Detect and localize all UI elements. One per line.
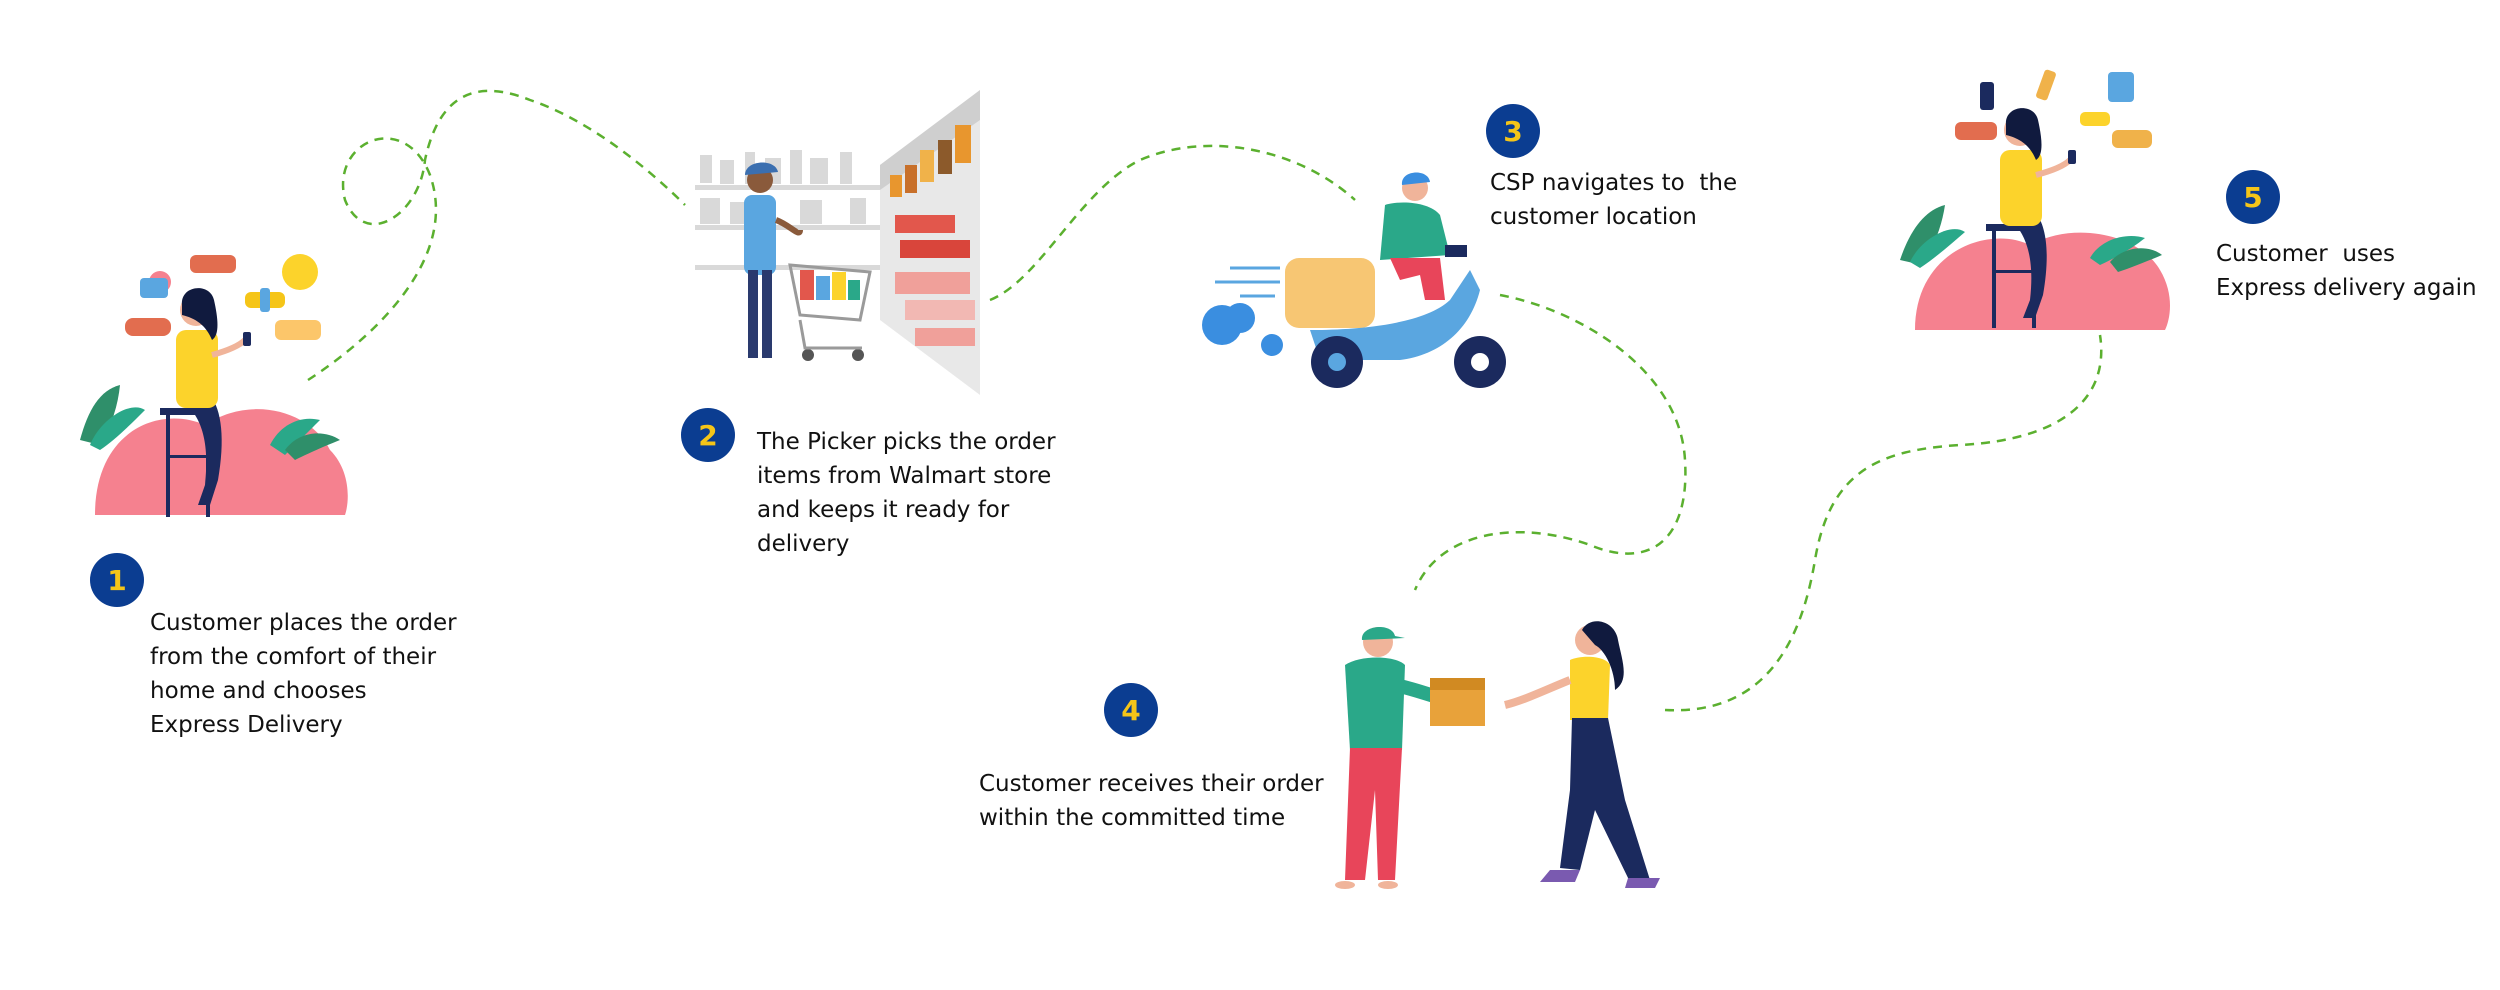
step-1-line: from the comfort of their xyxy=(150,644,437,670)
step-1-caption: Customer places the order from the comfo… xyxy=(150,606,457,742)
step-5-line: Customer uses xyxy=(2216,241,2396,267)
picker-with-cart-icon xyxy=(695,90,980,395)
woman-ordering-on-phone-icon xyxy=(80,254,348,517)
step-3-badge: 3 xyxy=(1486,104,1540,158)
journey-path xyxy=(307,89,2103,712)
package-handover-icon xyxy=(1335,621,1660,889)
step-2-caption: The Picker picks the order items from Wa… xyxy=(757,425,1056,561)
step-4-line: Customer receives their order xyxy=(979,771,1324,797)
step-1-line: Customer places the order xyxy=(150,610,457,636)
path-segment-1-2 xyxy=(307,89,686,382)
step-5-caption: Customer uses Express delivery again xyxy=(2216,237,2477,305)
step-3-line: customer location xyxy=(1490,204,1697,230)
delivery-scooter-icon xyxy=(1202,172,1506,388)
step-1-line: home and chooses xyxy=(150,678,367,704)
woman-reordering-icon xyxy=(1900,69,2170,330)
step-4-badge: 4 xyxy=(1104,683,1158,737)
path-segment-2-3 xyxy=(989,144,1356,302)
step-2-line: The Picker picks the order xyxy=(757,429,1056,455)
step-1-line: Express Delivery xyxy=(150,712,343,738)
step-2-line: items from Walmart store xyxy=(757,463,1052,489)
step-3-caption: CSP navigates to the customer location xyxy=(1490,166,1737,234)
step-2-line: delivery xyxy=(757,531,850,557)
step-2-line: and keeps it ready for xyxy=(757,497,1010,523)
step-5-badge: 5 xyxy=(2226,170,2280,224)
path-segment-3-4 xyxy=(1413,293,1687,591)
step-3-line: CSP navigates to the xyxy=(1490,170,1738,196)
step-4-line: within the committed time xyxy=(979,805,1286,831)
step-2-badge: 2 xyxy=(681,408,735,462)
step-4-caption: Customer receives their order within the… xyxy=(979,767,1324,835)
step-1-badge: 1 xyxy=(90,553,144,607)
step-5-line: Express delivery again xyxy=(2216,275,2477,301)
path-segment-4-5 xyxy=(1664,334,2103,712)
